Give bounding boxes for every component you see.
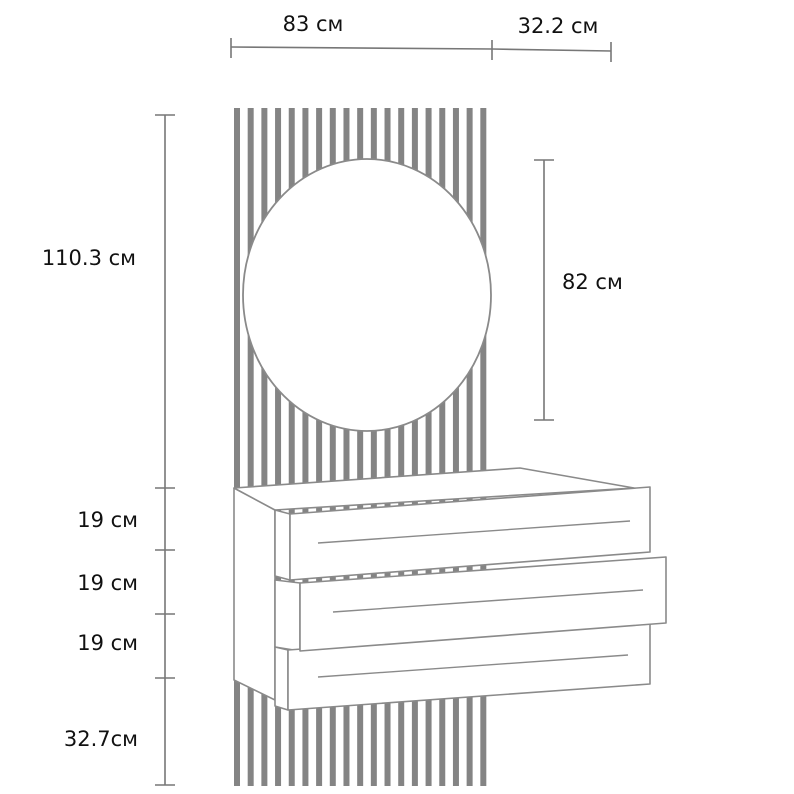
drawer-3-height-label: 19 см — [77, 631, 138, 655]
wall-slat — [261, 108, 268, 786]
wall-slat — [466, 108, 473, 786]
drawer-2-handle — [332, 589, 644, 613]
wall-slat — [275, 108, 282, 786]
drawer-2-front — [299, 556, 667, 652]
wall-slat — [480, 108, 487, 786]
bottom-height-label: 32.7см — [64, 727, 138, 751]
width-dimension-line — [230, 46, 493, 50]
width-label: 83 см — [283, 12, 344, 36]
wall-slat — [357, 108, 364, 786]
dimension-lines — [155, 38, 612, 786]
wall-slat — [411, 108, 418, 786]
wall-slat — [316, 108, 323, 786]
wall-slat — [452, 108, 459, 786]
drawer-1-front — [289, 486, 651, 581]
wall-slat — [329, 108, 336, 786]
round-mirror — [242, 158, 492, 432]
drawer-1-side — [274, 509, 291, 581]
wall-slat — [247, 108, 254, 786]
drawer-2-side — [274, 579, 301, 652]
drawer-1-handle — [317, 520, 631, 544]
wall-slat — [370, 108, 377, 786]
drawer-2-height-label: 19 см — [77, 571, 138, 595]
wall-slat — [234, 108, 240, 786]
wall-slat — [302, 108, 309, 786]
wall-slat — [288, 108, 295, 786]
wall-slat — [384, 108, 391, 786]
depth-dimension-line — [491, 48, 612, 52]
drawer-unit — [233, 467, 667, 711]
drawer-3-side — [274, 646, 289, 711]
wall-slat — [398, 108, 405, 786]
wall-slat — [439, 108, 446, 786]
wall-slat — [343, 108, 350, 786]
wall-slat — [425, 108, 432, 786]
depth-label: 32.2 см — [518, 14, 599, 38]
panel-height-label: 110.3 см — [42, 246, 136, 270]
cabinet-side-panel — [233, 487, 276, 701]
drawer-3-handle — [317, 654, 629, 678]
slatted-wall-panel — [234, 108, 487, 786]
drawer-1-height-label: 19 см — [77, 508, 138, 532]
mirror-height-label: 82 см — [562, 270, 623, 294]
